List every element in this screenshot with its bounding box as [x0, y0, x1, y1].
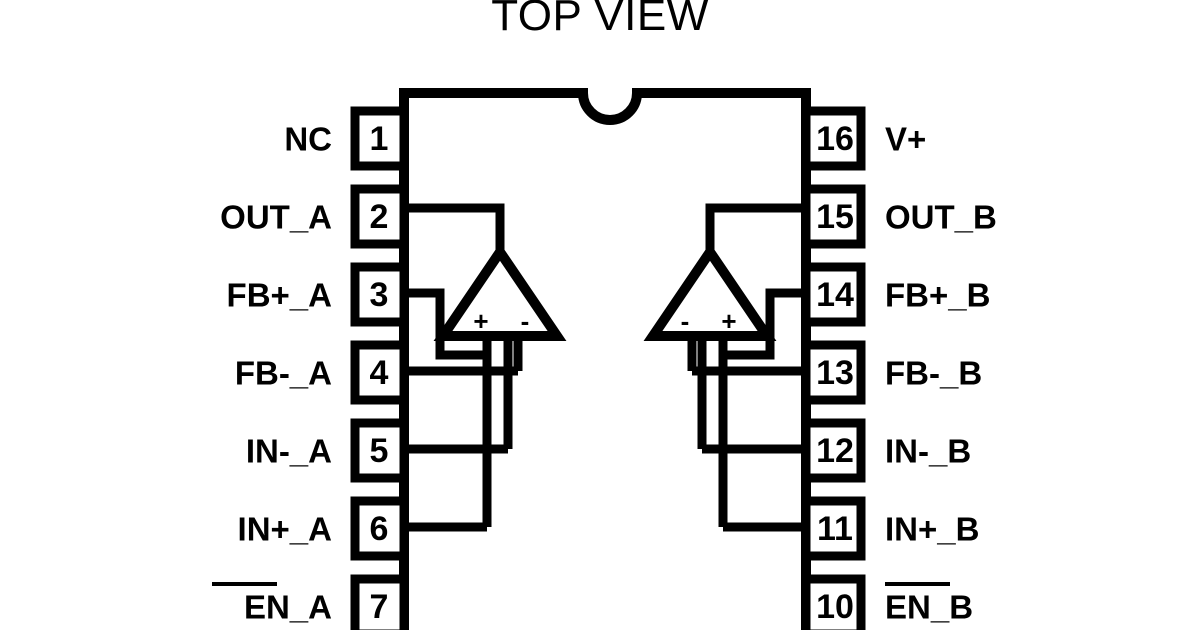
pin-14[interactable]: 14 FB+_B: [801, 262, 990, 327]
amplifier-b-wiring: [687, 203, 806, 532]
pin-5-number: 5: [370, 432, 389, 470]
amp-a-plus-sign: +: [473, 306, 488, 336]
pin-1[interactable]: 1 NC: [284, 106, 409, 171]
pin-11-number: 11: [817, 510, 853, 548]
pin-3-number: 3: [370, 276, 389, 314]
pin-13[interactable]: 13 FB-_B: [801, 340, 982, 405]
pin-3-label: FB+_A: [227, 277, 332, 314]
pin-6[interactable]: 6 IN+_A: [238, 496, 409, 561]
pin-11-label: IN+_B: [885, 511, 979, 548]
pin-2-number: 2: [370, 198, 389, 236]
pin-12-label: IN-_B: [885, 433, 971, 470]
pin-2[interactable]: 2 OUT_A: [220, 184, 409, 249]
pin-10-number: 10: [816, 588, 854, 626]
pin-7[interactable]: 7 EN_A: [212, 574, 409, 630]
left-pin-group: 1 NC 2 OUT_A 3 FB+_A 4 FB-_A 5 I: [212, 106, 409, 630]
pin-5[interactable]: 5 IN-_A: [246, 418, 409, 483]
pin-5-label: IN-_A: [246, 433, 332, 470]
amplifier-a-symbol: + -: [433, 243, 567, 341]
page-title: TOP VIEW: [491, 0, 709, 40]
right-pin-group: 16 V+ 15 OUT_B 14 FB+_B 13 FB-_B 12: [801, 106, 997, 630]
amp-a-minus-sign: -: [521, 306, 530, 336]
pin-16-label: V+: [885, 121, 926, 158]
pin-4-number: 4: [370, 354, 389, 392]
pin-12-number: 12: [816, 432, 854, 470]
pin-6-number: 6: [370, 510, 389, 548]
amplifier-b-symbol: - +: [643, 243, 777, 341]
pin-4[interactable]: 4 FB-_A: [235, 340, 409, 405]
pin-7-label: EN_A: [244, 589, 332, 626]
amp-b-minus-sign: -: [681, 306, 690, 336]
amp-b-plus-sign: +: [721, 306, 736, 336]
package-body: [399, 88, 811, 630]
pin-6-label: IN+_A: [238, 511, 332, 548]
pin-10[interactable]: 10 EN_B: [801, 574, 973, 630]
pin-14-label: FB+_B: [885, 277, 990, 314]
pin-1-label: NC: [284, 121, 332, 158]
amplifier-a-wiring: [404, 203, 523, 532]
pin-2-label: OUT_A: [220, 199, 332, 236]
pin-11[interactable]: 11 IN+_B: [801, 496, 979, 561]
pin-13-number: 13: [816, 354, 854, 392]
pin-7-number: 7: [370, 588, 389, 626]
pin-16[interactable]: 16 V+: [801, 106, 926, 171]
pin-15-label: OUT_B: [885, 199, 997, 236]
pin-15[interactable]: 15 OUT_B: [801, 184, 997, 249]
pin-10-label: EN_B: [885, 589, 973, 626]
pin-4-label: FB-_A: [235, 355, 332, 392]
pin-13-label: FB-_B: [885, 355, 982, 392]
pin-16-number: 16: [816, 120, 854, 158]
pin-15-number: 15: [816, 198, 854, 236]
pin-14-number: 14: [816, 276, 854, 314]
pin-3[interactable]: 3 FB+_A: [227, 262, 409, 327]
pin-1-number: 1: [370, 120, 389, 158]
pin-12[interactable]: 12 IN-_B: [801, 418, 971, 483]
